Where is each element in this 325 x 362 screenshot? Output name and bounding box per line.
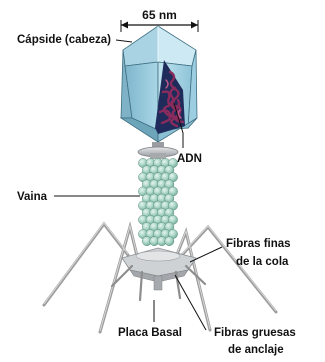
collar	[138, 142, 178, 159]
width-label: 65 nm	[142, 8, 177, 22]
thick-fibers-label-line1: Fibras gruesas	[214, 327, 296, 339]
capsid-label: Cápside (cabeza)	[17, 34, 111, 46]
sheath-bead	[165, 237, 174, 246]
dna-label: ADN	[177, 153, 202, 165]
base-plate-label: Placa Basal	[118, 327, 182, 339]
sheath-label: Vaina	[17, 191, 48, 203]
sheath	[138, 158, 177, 245]
thick-fibers-label-line2: de anclaje	[228, 344, 284, 356]
base-plate	[122, 248, 196, 290]
thin-fibers-label-line1: Fibras finas	[226, 238, 291, 250]
thin-fibers-label-line2: de la cola	[236, 256, 289, 268]
